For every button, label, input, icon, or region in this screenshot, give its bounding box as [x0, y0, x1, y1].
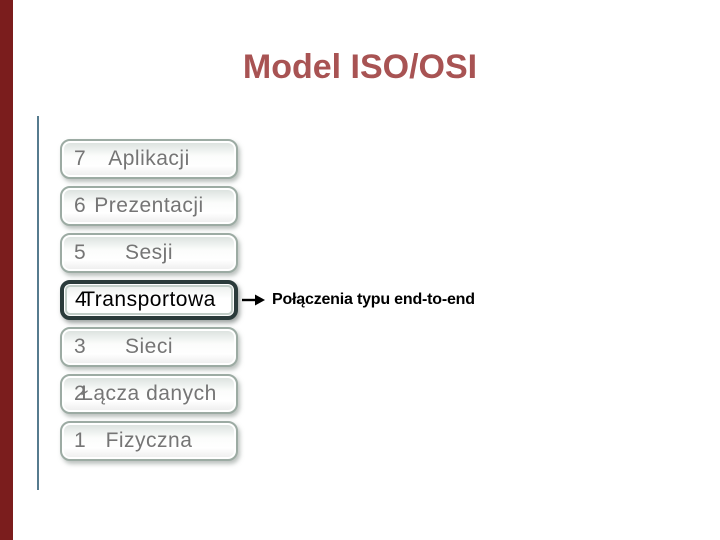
annotation-text: Połączenia typu end-to-end	[272, 291, 475, 308]
osi-layer-number: 4	[75, 288, 87, 311]
osi-layer-label: Transportowa	[82, 288, 216, 311]
annotation: Połączenia typu end-to-end	[242, 287, 475, 313]
osi-layer-button-2[interactable]: 2 Łącza danych	[60, 374, 238, 414]
osi-layer-number: 6	[74, 194, 86, 217]
osi-layer-button-face: 2 Łącza danych	[64, 378, 234, 410]
page-title: Model ISO/OSI	[242, 48, 478, 86]
osi-layer-button-5[interactable]: 5 Sesji	[60, 233, 238, 273]
osi-layer-label: Sieci	[124, 335, 174, 358]
osi-layer-button-face: 6 Prezentacji	[64, 190, 234, 222]
arrow-right-icon	[242, 294, 265, 306]
osi-layer-button-3[interactable]: 3 Sieci	[60, 327, 238, 367]
osi-layer-button-face: 5 Sesji	[64, 237, 234, 269]
osi-layer-label: Aplikacji	[108, 147, 190, 170]
osi-layer-button-7[interactable]: 7 Aplikacji	[60, 139, 238, 179]
osi-layer-number: 5	[74, 241, 86, 264]
osi-layer-button-face: 4 Transportowa	[65, 285, 233, 315]
osi-layer-label: Łącza danych	[81, 382, 217, 405]
osi-layer-button-face: 3 Sieci	[64, 331, 234, 363]
osi-layer-stack: 7 Aplikacji 6 Prezentacji 5 Sesji 4 Tran…	[60, 139, 238, 468]
osi-layer-label: Sesji	[124, 241, 174, 264]
osi-layer-button-face: 7 Aplikacji	[64, 143, 234, 175]
osi-layer-button-face: 1 Fizyczna	[64, 425, 234, 457]
vertical-divider-line	[37, 116, 39, 490]
osi-layer-button-6[interactable]: 6 Prezentacji	[60, 186, 238, 226]
accent-bar	[0, 0, 13, 540]
osi-layer-label: Prezentacji	[94, 194, 204, 217]
osi-layer-label: Fizyczna	[105, 429, 193, 452]
osi-layer-button-4[interactable]: 4 Transportowa	[60, 280, 238, 320]
osi-layer-number: 2	[74, 382, 86, 405]
osi-layer-number: 1	[74, 429, 86, 452]
osi-layer-number: 3	[74, 335, 86, 358]
osi-layer-button-1[interactable]: 1 Fizyczna	[60, 421, 238, 461]
osi-layer-number: 7	[74, 147, 86, 170]
